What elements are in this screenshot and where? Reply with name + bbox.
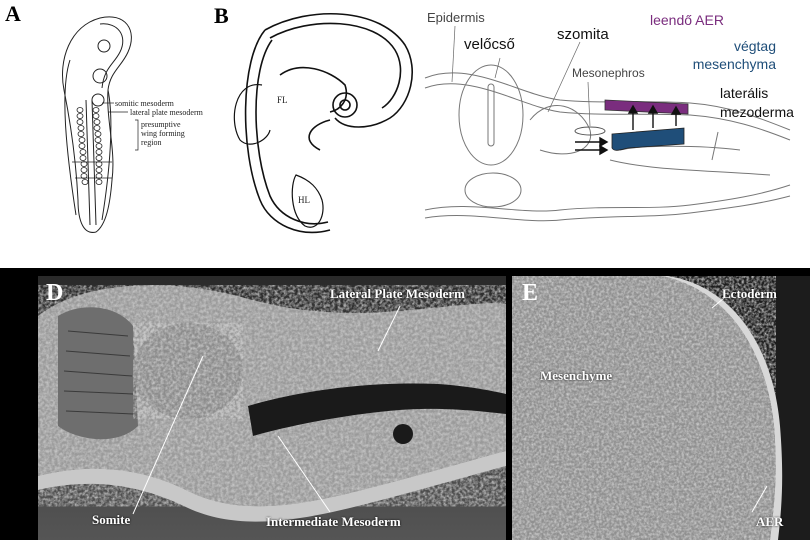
- hindlimb-label: HL: [298, 195, 310, 205]
- panel-a-embryo-drawing: [62, 16, 132, 233]
- lateral-plate-mesoderm-label: lateral plate mesoderm: [130, 108, 203, 117]
- lateral-plate-mesoderm-em-label: Lateral Plate Mesoderm: [330, 286, 466, 301]
- epidermis-label: Epidermis: [427, 10, 485, 25]
- ectoderm-em-label: Ectoderm: [722, 286, 777, 301]
- somitic-mesoderm-label: somitic mesoderm: [115, 99, 174, 108]
- panel-b-letter: B: [214, 3, 229, 28]
- mesenchyme-em-label: Mesenchyme: [540, 368, 613, 383]
- panel-b-embryo-drawing: [244, 13, 413, 234]
- panel-b-limb-buds: [233, 84, 324, 228]
- presumptive-wing-label: presumptive wing forming region: [141, 120, 185, 147]
- panel-e-micrograph: E Ectoderm Mesenchyme AER: [512, 276, 810, 540]
- panel-a-somites: [76, 107, 103, 185]
- somite-em-label: Somite: [92, 512, 131, 527]
- panel-d-letter: D: [46, 280, 64, 306]
- szomita-label: szomita: [557, 26, 609, 43]
- lateralis-mezoderma-label: laterális mezoderma: [720, 85, 794, 120]
- mesonephros-shape: [574, 126, 606, 136]
- aer-em-label: AER: [756, 514, 784, 529]
- top-line-drawings: [62, 13, 791, 234]
- mesonephros-label: Mesonephros: [572, 66, 645, 80]
- velocso-label: velőcső: [464, 36, 515, 53]
- induction-arrows: [575, 104, 682, 156]
- intermediate-mesoderm-em-label: Intermediate Mesoderm: [266, 514, 401, 529]
- vegtag-mesenchyma-label: végtag mesenchyma: [692, 38, 776, 72]
- leendo-aer-label: leendő AER: [650, 12, 724, 28]
- vegtag-mesenchyma-shape: [611, 127, 685, 151]
- forelimb-label: FL: [277, 95, 288, 105]
- panel-d-micrograph: D Lateral Plate Mesoderm Somite Intermed…: [38, 276, 506, 540]
- panel-a-letter: A: [5, 1, 21, 26]
- leendo-aer-bar: [604, 99, 689, 115]
- panel-e-letter: E: [522, 280, 539, 306]
